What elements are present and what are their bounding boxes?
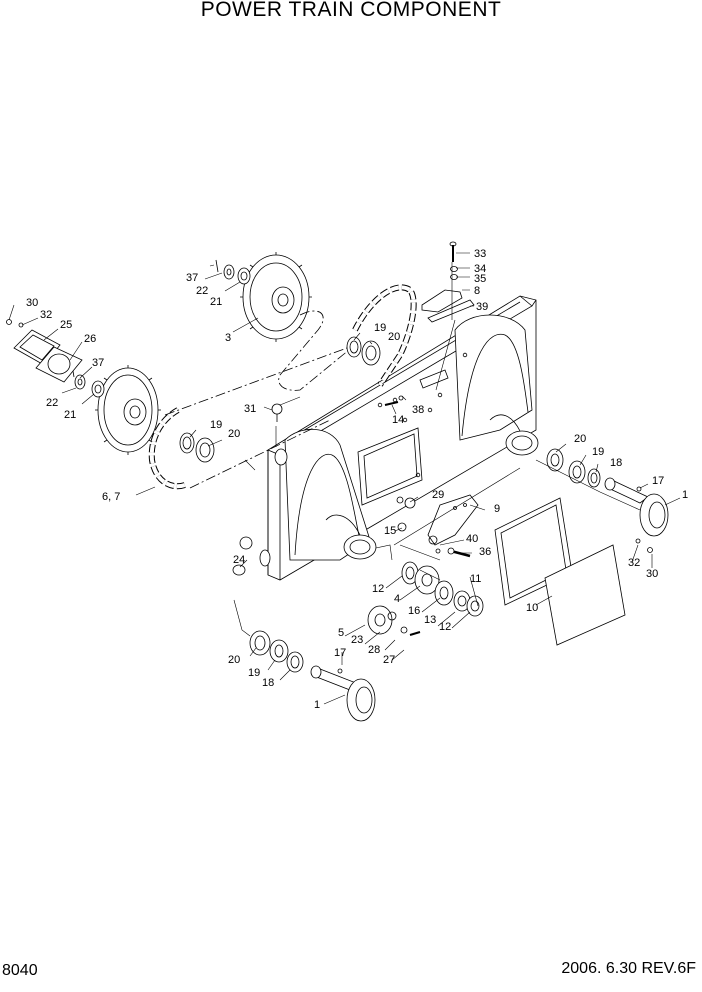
idler-bracket: [427, 494, 479, 546]
inspection-cover: [544, 544, 626, 646]
chain-case-housing: [239, 295, 539, 581]
callout-24: 24: [233, 554, 245, 566]
callout-37: 37: [186, 272, 198, 284]
callout-12: 12: [372, 583, 384, 595]
callout-32: 32: [628, 557, 640, 569]
idler-gears: [367, 561, 484, 636]
callout-34: 34: [474, 263, 486, 275]
callout-11: 11: [470, 573, 481, 585]
callout-36: 36: [479, 546, 491, 558]
callout-20: 20: [574, 433, 586, 445]
callout-20: 20: [228, 654, 240, 666]
right-axle: [604, 477, 669, 553]
revision-date: 2006. 6.30 REV.6F: [561, 960, 696, 977]
callout-35: 35: [474, 273, 486, 285]
callout-22: 22: [196, 285, 208, 297]
upper-sprocket: [240, 252, 312, 342]
callout-20: 20: [228, 428, 240, 440]
callout-16: 16: [408, 605, 420, 617]
callout-28: 28: [368, 644, 380, 656]
callout-38: 38: [412, 404, 424, 416]
callout-9: 9: [494, 503, 500, 515]
callout-12: 12: [439, 621, 451, 633]
callout-17: 17: [334, 647, 346, 659]
top-bracket-parts: [421, 241, 475, 323]
callout-1: 1: [314, 699, 320, 711]
callout-18: 18: [610, 457, 622, 469]
cover-plate-and-gasket: [6, 319, 83, 383]
drive-chain-upper: [352, 284, 417, 387]
callout-39: 39: [476, 301, 488, 313]
page-number: 8040: [2, 962, 38, 979]
callout-37: 37: [92, 357, 104, 369]
callout-27: 27: [383, 654, 395, 666]
callout-8: 8: [474, 285, 480, 297]
callout-14: 14: [392, 414, 404, 426]
callout-31: 31: [244, 403, 256, 415]
leader-lines: [8, 252, 681, 705]
callout-17: 17: [652, 475, 664, 487]
callout-19: 19: [592, 446, 604, 458]
callout-29: 29: [432, 489, 444, 501]
lower-sprocket: [95, 365, 161, 455]
callout-13: 13: [424, 614, 436, 626]
callout-15: 15: [384, 525, 396, 537]
callout-3: 3: [225, 332, 231, 344]
callout-21: 21: [210, 296, 222, 308]
drive-chain-lower: [148, 407, 186, 490]
callout-33: 33: [474, 248, 486, 260]
callout-20: 20: [388, 331, 400, 343]
callout-5: 5: [338, 627, 344, 639]
callout-6-7: 6, 7: [102, 491, 120, 503]
callout-23: 23: [351, 634, 363, 646]
callout-4: 4: [394, 593, 400, 605]
callout-1: 1: [682, 489, 688, 501]
callout-22: 22: [46, 397, 58, 409]
callout-10: 10: [526, 602, 538, 614]
callout-19: 19: [248, 667, 260, 679]
callout-25: 25: [60, 319, 72, 331]
callout-26: 26: [84, 333, 96, 345]
callout-30: 30: [26, 297, 38, 309]
callout-40: 40: [466, 533, 478, 545]
callout-19: 19: [374, 322, 386, 334]
page-title: POWER TRAIN COMPONENT: [200, 0, 502, 21]
callout-30: 30: [646, 568, 658, 580]
callout-32: 32: [40, 309, 52, 321]
callout-21: 21: [64, 409, 76, 421]
callout-labels: 33 34 35 8 39 37 22 21 3 30 32 25 26 37 …: [26, 248, 688, 711]
callout-19: 19: [210, 419, 222, 431]
callout-18: 18: [262, 677, 274, 689]
chain-path-lines: [164, 310, 356, 489]
left-axle: [310, 665, 376, 722]
